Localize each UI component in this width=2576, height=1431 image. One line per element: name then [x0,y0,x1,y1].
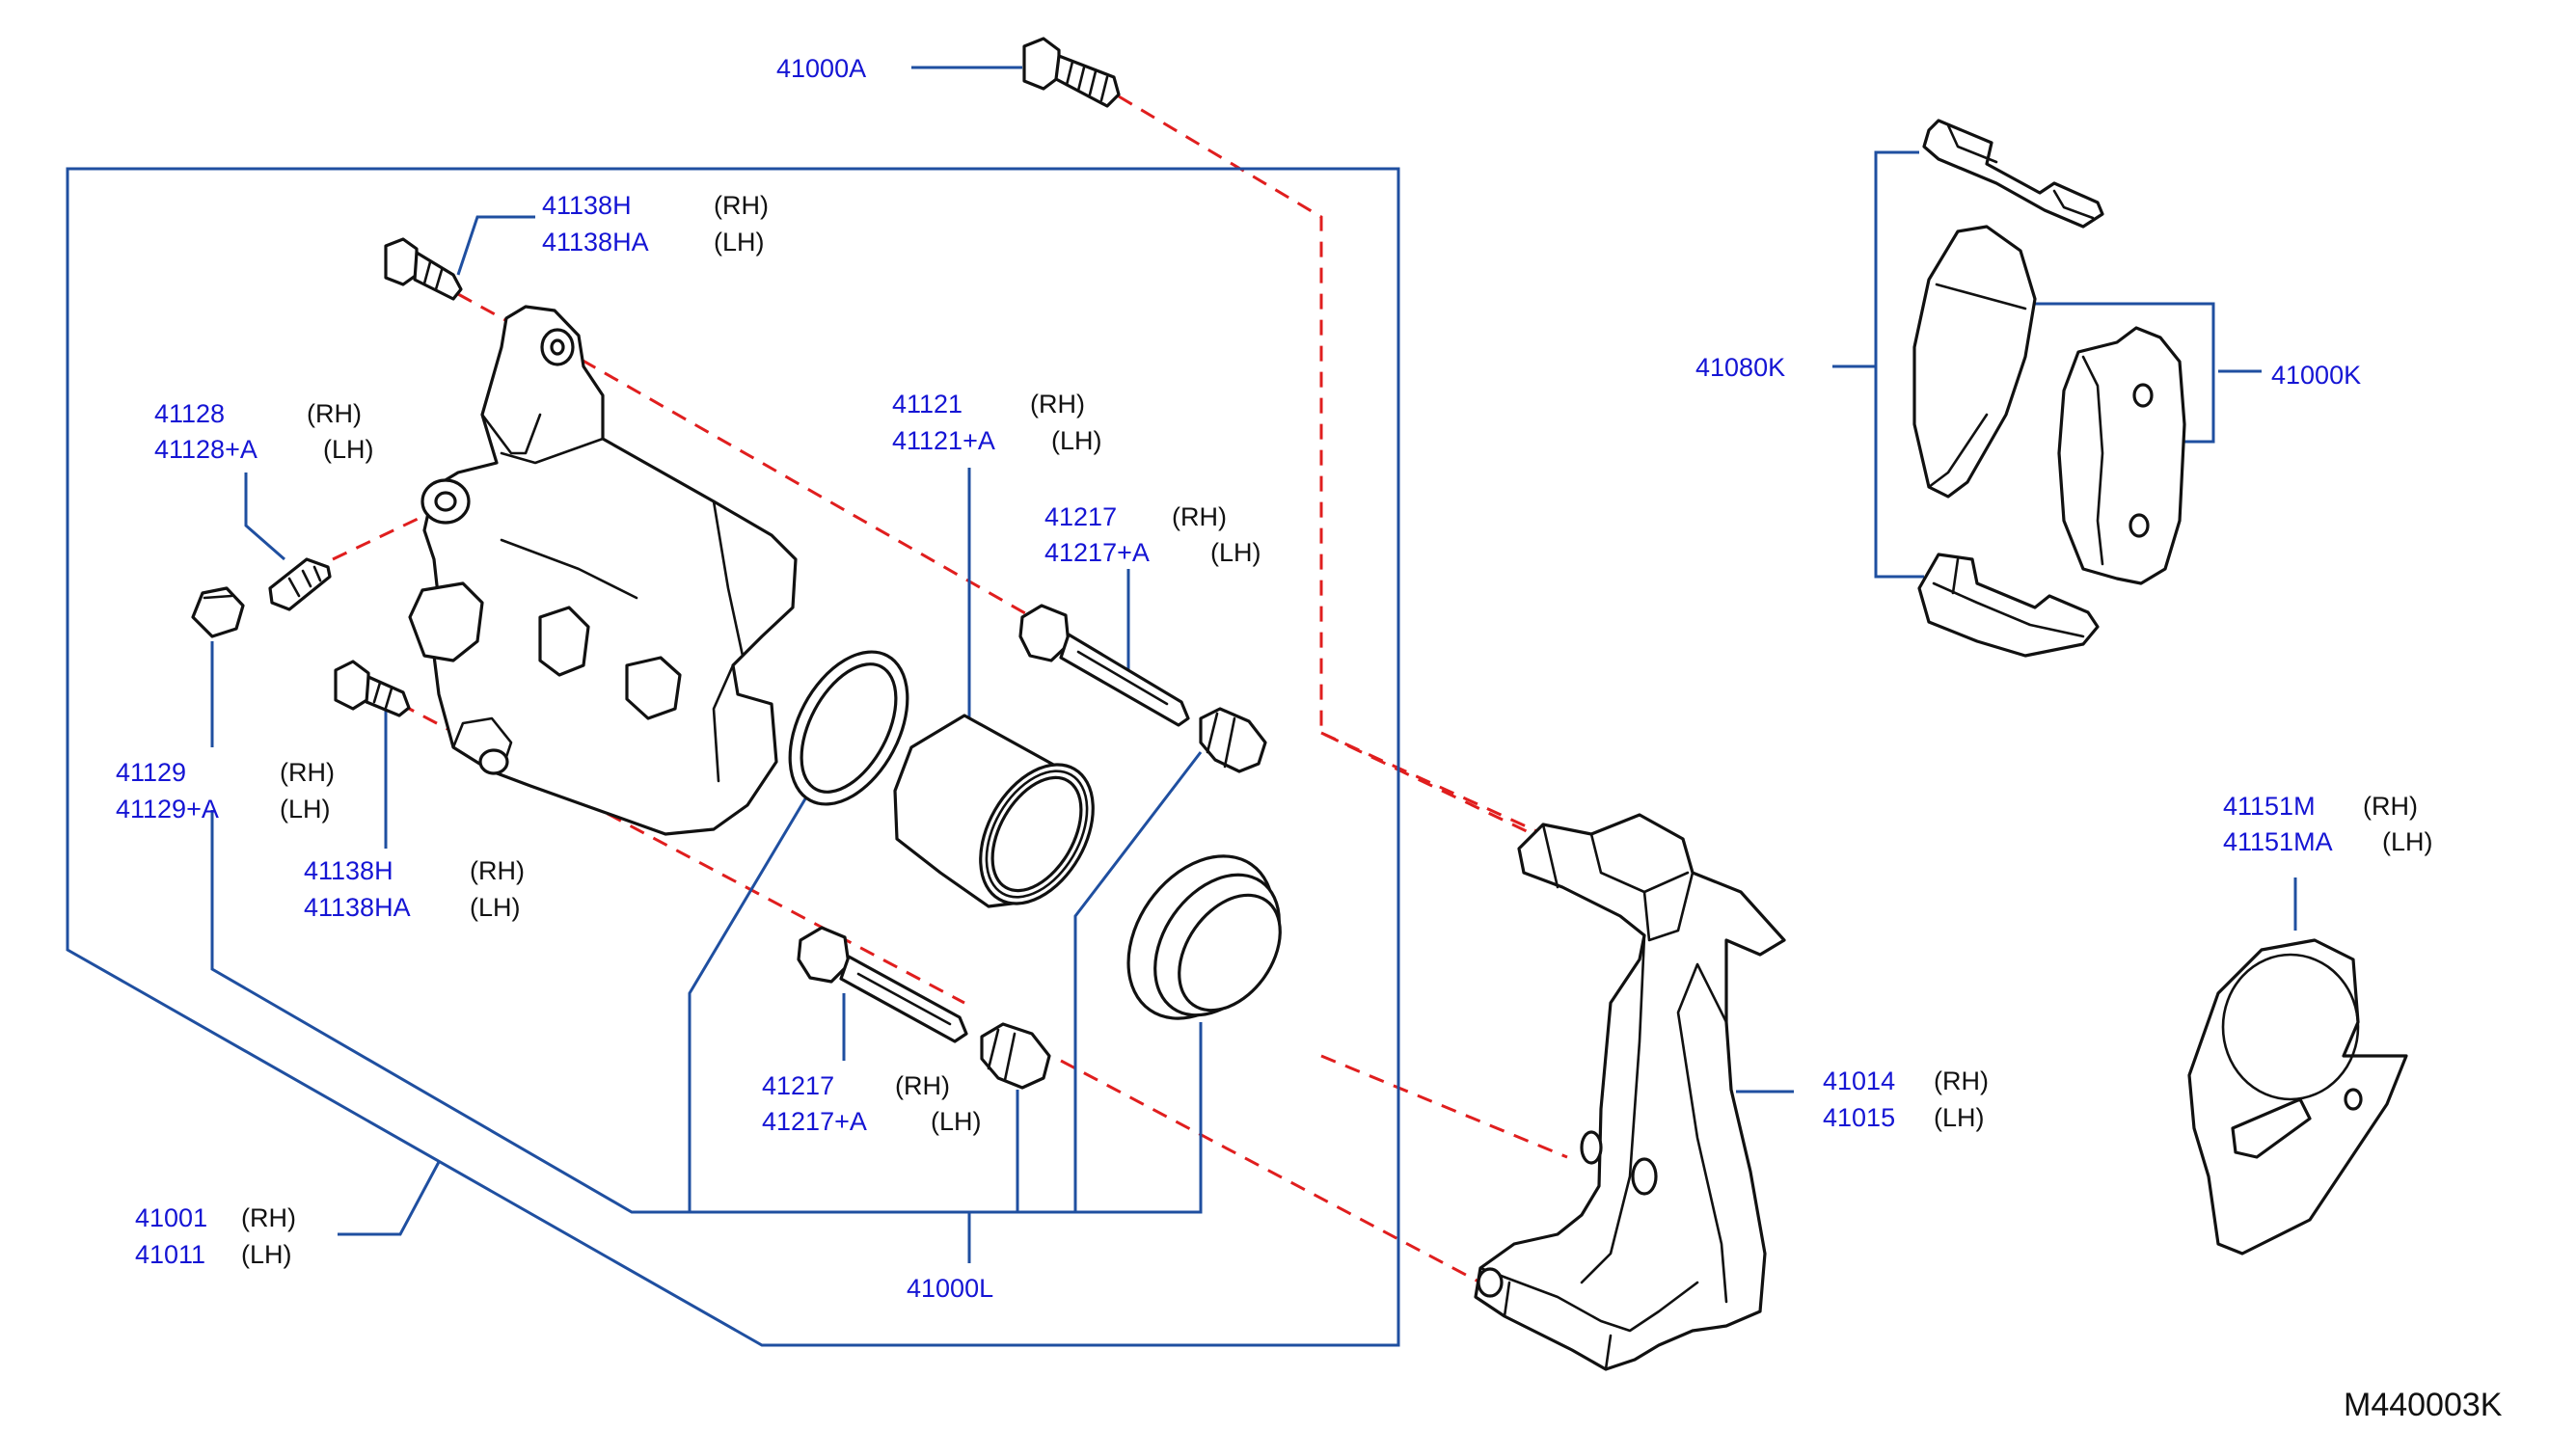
slide-pin-lower-icon [797,926,968,1043]
slide-pin-upper-icon [1018,604,1190,727]
label-pad-kit: 41000K [2271,361,2361,390]
caliper-support-bracket-icon [1474,813,1786,1371]
label-seal-kit: 41000L [907,1274,993,1303]
label-41000a: 41000A [776,54,866,83]
piston-seal-ring-icon [788,650,909,806]
caliper-bolt-upper-icon [384,237,463,301]
label-pin-low-rh: 41217 [762,1071,834,1100]
label-piston-lh-side: (LH) [1051,426,1102,455]
label-support-rh: 41014 [1823,1066,1895,1095]
part-labels: 41000A 41138H (RH) 41138HA (LH) 41128 (R… [116,54,2503,1423]
label-cap-rh-side: (RH) [280,758,335,787]
diagram-code: M440003K [2344,1387,2503,1423]
label-hardware-kit: 41080K [1695,353,1785,382]
caliper-bolt-lower-icon [334,660,411,717]
label-bleeder-lh-side: (LH) [323,435,374,464]
brake-pad-inner-icon [1912,225,2037,499]
bolt-41000a-icon [1022,37,1121,108]
label-pin-low-lh-side: (LH) [931,1107,982,1136]
label-bleeder-rh: 41128 [154,399,225,428]
label-cap-lh: 41129+A [116,795,219,824]
label-pin-low-rh-side: (RH) [895,1071,950,1100]
label-caliper-lh-side: (LH) [241,1240,292,1269]
brake-pad-outer-icon [2057,326,2186,585]
label-shield-rh-side: (RH) [2363,792,2418,821]
label-bolt-low-rh-side: (RH) [470,856,525,885]
label-shield-lh-side: (LH) [2382,827,2433,856]
splash-shield-icon [2187,938,2408,1256]
label-pin-top-rh: 41217 [1044,502,1117,531]
label-pin-top-lh: 41217+A [1044,538,1150,567]
label-piston-rh: 41121 [892,390,963,418]
label-bolt-top-lh-side: (LH) [714,228,765,256]
label-bolt-low-lh-side: (LH) [470,893,521,922]
pin-boot-lower-icon [980,1022,1051,1090]
label-bleeder-rh-side: (RH) [307,399,362,428]
label-piston-rh-side: (RH) [1030,390,1085,418]
label-caliper-rh: 41001 [135,1203,207,1232]
pin-boot-upper-icon [1199,707,1267,773]
pad-hardware-clip-upper-icon [1922,119,2104,229]
label-shield-rh: 41151M [2223,792,2316,821]
caliper-body-icon [408,305,798,836]
label-piston-lh: 41121+A [892,426,995,455]
label-support-rh-side: (RH) [1934,1066,1989,1095]
pad-hardware-clip-lower-icon [1917,553,2100,658]
leader-lines [66,66,2297,1347]
label-cap-rh: 41129 [116,758,186,787]
label-pin-top-lh-side: (LH) [1210,538,1261,567]
label-bolt-top-rh: 41138H [542,191,632,220]
label-pin-top-rh-side: (RH) [1172,502,1227,531]
label-caliper-lh: 41011 [135,1240,205,1269]
label-caliper-rh-side: (RH) [241,1203,296,1232]
bleeder-cap-icon [191,586,245,638]
label-bolt-top-lh: 41138HA [542,228,649,256]
label-support-lh: 41015 [1823,1103,1895,1132]
label-bolt-low-rh: 41138H [304,856,393,885]
label-support-lh-side: (LH) [1934,1103,1985,1132]
piston-icon [893,714,1095,908]
label-bleeder-lh: 41128+A [154,435,258,464]
label-shield-lh: 41151MA [2223,827,2333,856]
bleeder-screw-icon [268,557,332,611]
dust-boot-icon [1126,854,1282,1020]
label-bolt-top-rh-side: (RH) [714,191,769,220]
label-bolt-low-lh: 41138HA [304,893,411,922]
label-pin-low-lh: 41217+A [762,1107,867,1136]
label-cap-lh-side: (LH) [280,795,331,824]
